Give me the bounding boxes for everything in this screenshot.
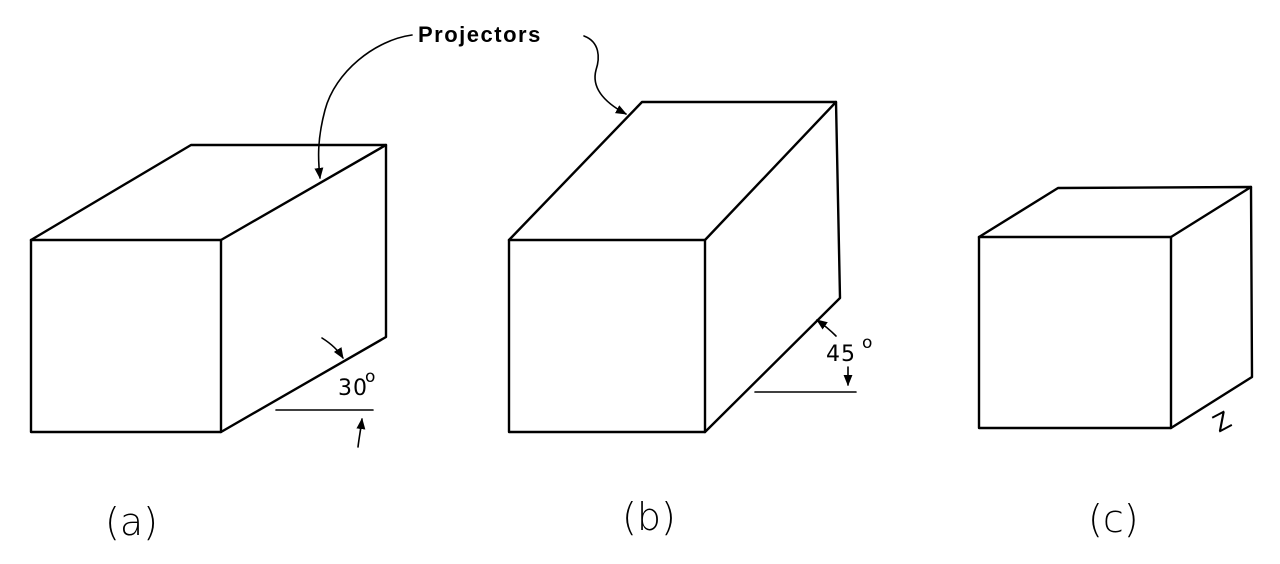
- leader-line-a: [314, 34, 413, 180]
- box-figure-b: 45 o (b): [507, 100, 872, 539]
- angle-label-b: 45: [826, 342, 856, 367]
- box-a-top-face: [29, 143, 388, 242]
- mark-c: Z: [1208, 406, 1236, 438]
- box-a-side-face: [219, 143, 388, 434]
- box-c-side-face: [1169, 185, 1254, 430]
- box-c-top-face: [977, 185, 1253, 239]
- box-c-front-face: [977, 235, 1173, 430]
- angle-label-a: 30: [338, 376, 368, 401]
- box-b-front-face: [507, 238, 707, 434]
- leader-line-b: [583, 35, 627, 115]
- degree-mark-a: o: [365, 367, 375, 387]
- degree-mark-b: o: [862, 333, 872, 353]
- box-b-side-face: [703, 100, 842, 434]
- caption-a: (a): [105, 500, 158, 544]
- box-b-top-face: [507, 100, 838, 242]
- angle-arrow-b-upper: [816, 319, 837, 337]
- caption-c: (c): [1088, 497, 1139, 541]
- box-figure-a: 30 o (a): [29, 143, 388, 544]
- projectors-label: Projectors: [418, 22, 542, 47]
- angle-arrow-a-upper: [321, 337, 344, 359]
- angle-arrow-a-lower: [356, 417, 366, 448]
- box-a-front-face: [29, 238, 223, 434]
- box-figure-c: Z (c): [977, 185, 1254, 541]
- caption-b: (b): [622, 495, 676, 539]
